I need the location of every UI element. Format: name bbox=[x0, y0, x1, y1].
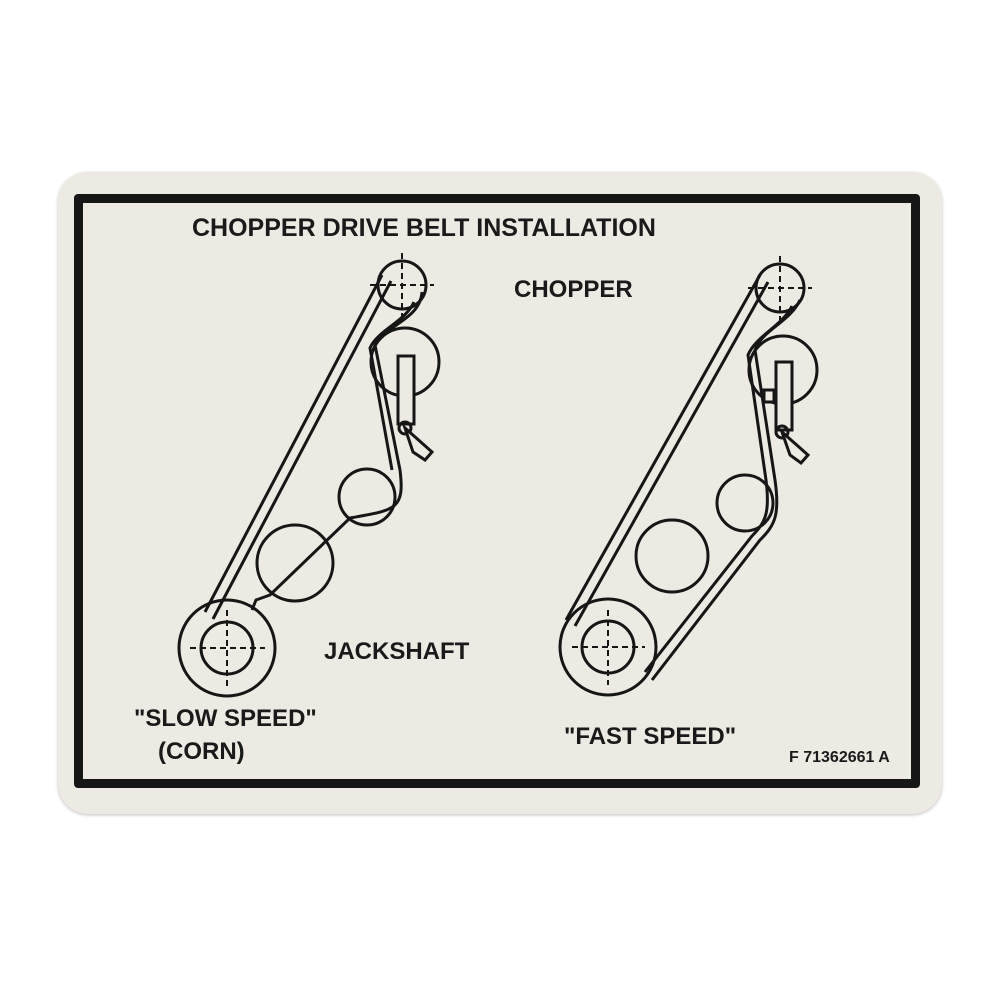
slow-belt-route-2 bbox=[368, 301, 416, 471]
fast-idler-pulley-upper bbox=[715, 473, 775, 533]
fast-tensioner-clip bbox=[762, 388, 776, 404]
slow-tensioner-bracket bbox=[401, 423, 435, 462]
fast-tensioner-bracket bbox=[778, 427, 811, 466]
decal-border bbox=[74, 194, 920, 788]
slow-speed-sublabel: (CORN) bbox=[158, 738, 245, 765]
fast-speed-label: "FAST SPEED" bbox=[564, 723, 737, 750]
fast-idler-pulley-lower bbox=[634, 518, 710, 594]
slow-belt-inner bbox=[211, 280, 393, 620]
slow-tensioner-arm bbox=[396, 354, 416, 426]
fast-tensioner-pivot bbox=[774, 424, 790, 440]
slow-tensioner-pivot bbox=[397, 420, 413, 436]
part-number: F 71362661 A bbox=[789, 749, 890, 766]
jackshaft-label: JACKSHAFT bbox=[324, 638, 470, 665]
slow-idler-pulley-lower bbox=[255, 523, 335, 603]
decal-title: CHOPPER DRIVE BELT INSTALLATION bbox=[192, 214, 656, 242]
fast-belt-route-2 bbox=[643, 305, 794, 673]
slow-speed-diagram bbox=[177, 253, 441, 698]
slow-belt-route bbox=[250, 291, 424, 611]
slow-jackshaft-pulley-outer bbox=[177, 598, 277, 698]
fast-jackshaft-pulley-outer bbox=[558, 597, 658, 697]
decal-sticker bbox=[58, 172, 942, 814]
slow-speed-label: "SLOW SPEED" bbox=[134, 705, 317, 732]
fast-tensioner-arm bbox=[774, 360, 794, 432]
fast-belt-outer bbox=[564, 274, 762, 621]
fast-belt-route bbox=[650, 299, 802, 681]
fast-speed-diagram bbox=[558, 256, 819, 697]
slow-belt-outer bbox=[203, 274, 384, 613]
chopper-label: CHOPPER bbox=[514, 276, 633, 303]
slow-idler-pulley-upper bbox=[337, 467, 397, 527]
fast-belt-outer-2 bbox=[573, 281, 770, 627]
